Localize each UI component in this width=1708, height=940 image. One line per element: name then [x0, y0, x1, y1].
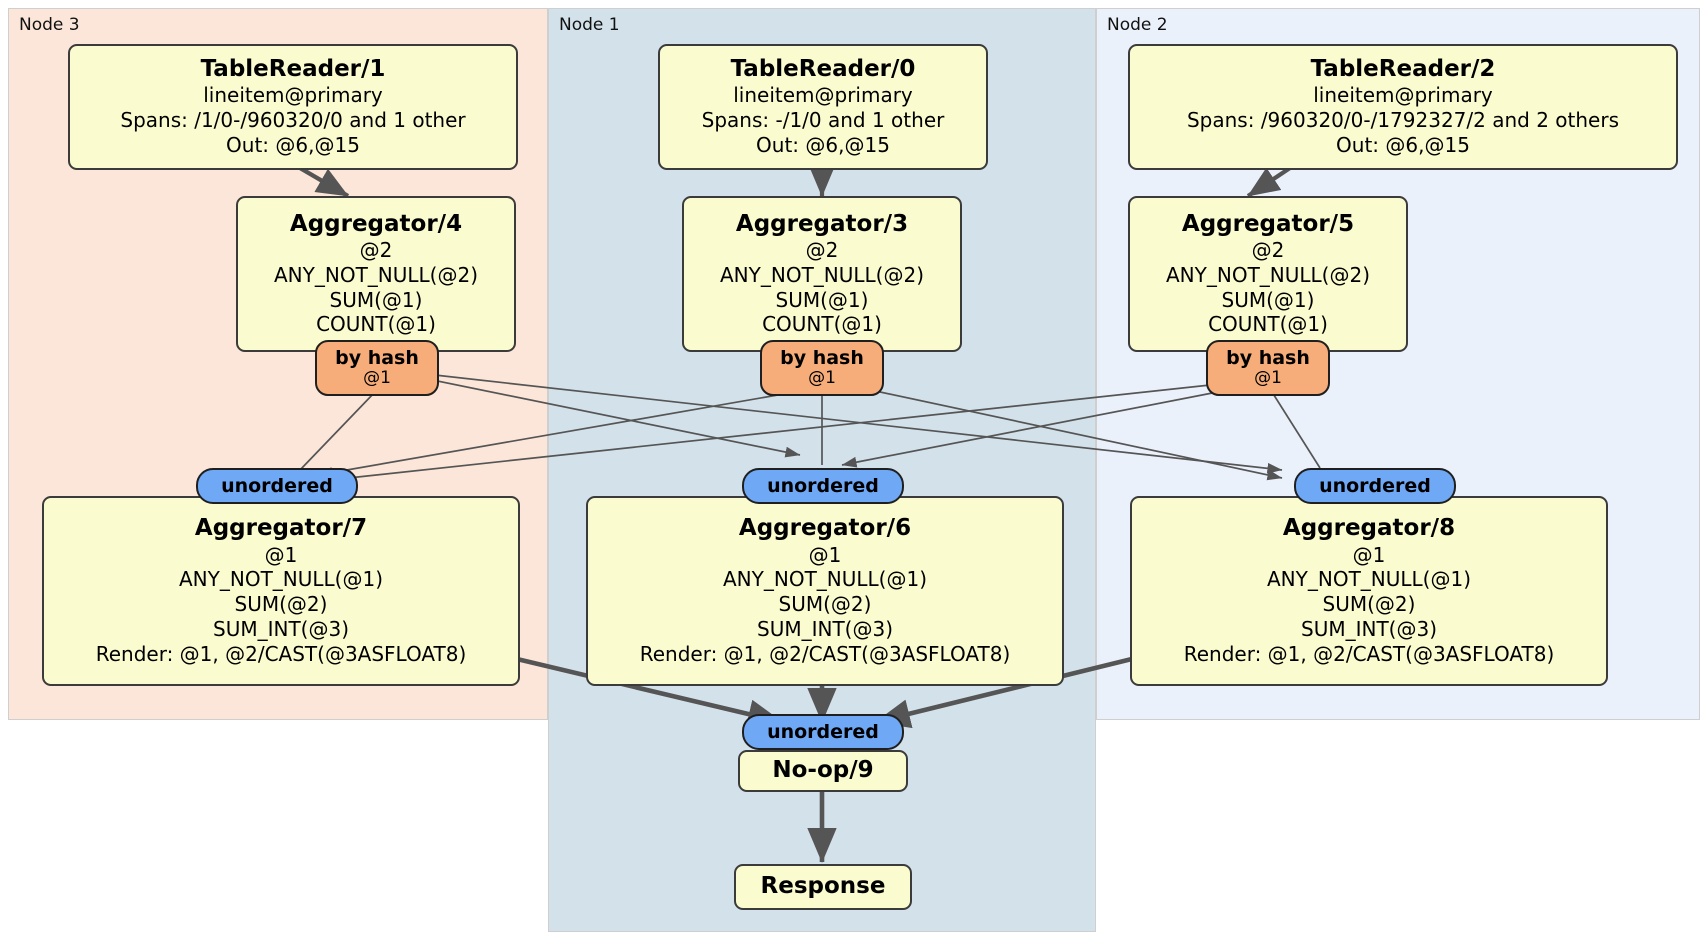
box-title: Aggregator/3 [735, 210, 909, 237]
box-line: Out: @6,@15 [1336, 132, 1470, 157]
badge-unordered-left[interactable]: unordered [196, 468, 358, 504]
box-line: SUM(@1) [329, 287, 423, 312]
box-line: @1 [264, 542, 298, 567]
badge-by-hash-right[interactable]: by hash @1 [1206, 340, 1330, 396]
box-line: Spans: -/1/0 and 1 other [701, 108, 945, 133]
box-aggregator-3[interactable]: Aggregator/3 @2 ANY_NOT_NULL(@2) SUM(@1)… [682, 196, 962, 352]
box-line: COUNT(@1) [762, 312, 882, 337]
box-aggregator-4[interactable]: Aggregator/4 @2 ANY_NOT_NULL(@2) SUM(@1)… [236, 196, 516, 352]
box-line: SUM_INT(@3) [757, 616, 893, 641]
box-table-reader-0[interactable]: TableReader/0 lineitem@primary Spans: -/… [658, 44, 988, 170]
box-line: ANY_NOT_NULL(@1) [1267, 567, 1471, 592]
box-line: ANY_NOT_NULL(@1) [179, 567, 383, 592]
badge-subtitle: @1 [1254, 368, 1282, 389]
badge-title: unordered [767, 474, 879, 497]
badge-by-hash-left[interactable]: by hash @1 [315, 340, 439, 396]
badge-unordered-final[interactable]: unordered [742, 714, 904, 750]
box-line: ANY_NOT_NULL(@1) [723, 567, 927, 592]
box-line: Spans: /960320/0-/1792327/2 and 2 others [1186, 108, 1619, 133]
box-response[interactable]: Response [734, 864, 912, 910]
box-line: SUM_INT(@3) [213, 616, 349, 641]
badge-title: unordered [221, 474, 333, 497]
node-panel-label-node1: Node 1 [559, 15, 620, 35]
box-line: Out: @6,@15 [226, 132, 360, 157]
box-title: Aggregator/8 [1282, 515, 1456, 542]
box-title: TableReader/2 [1310, 56, 1496, 83]
box-line: Out: @6,@15 [756, 132, 890, 157]
box-line: @2 [805, 237, 839, 262]
badge-title: by hash [1226, 347, 1310, 370]
badge-title: by hash [780, 347, 864, 370]
box-title: Aggregator/4 [289, 210, 463, 237]
box-line: SUM_INT(@3) [1301, 616, 1437, 641]
badge-subtitle: @1 [363, 368, 391, 389]
box-table-reader-2[interactable]: TableReader/2 lineitem@primary Spans: /9… [1128, 44, 1678, 170]
box-line: ANY_NOT_NULL(@2) [720, 262, 924, 287]
box-title: TableReader/0 [730, 56, 916, 83]
box-title: Aggregator/7 [194, 515, 368, 542]
box-no-op-9[interactable]: No-op/9 [738, 750, 908, 792]
box-aggregator-7[interactable]: Aggregator/7 @1 ANY_NOT_NULL(@1) SUM(@2)… [42, 496, 520, 686]
box-line: Render: @1, @2/CAST(@3ASFLOAT8) [95, 641, 467, 666]
badge-unordered-mid[interactable]: unordered [742, 468, 904, 504]
badge-subtitle: @1 [808, 368, 836, 389]
box-line: COUNT(@1) [316, 312, 436, 337]
box-line: @2 [1251, 237, 1285, 262]
box-line: lineitem@primary [1313, 83, 1493, 108]
box-line: SUM(@2) [778, 592, 872, 617]
box-table-reader-1[interactable]: TableReader/1 lineitem@primary Spans: /1… [68, 44, 518, 170]
badge-unordered-right[interactable]: unordered [1294, 468, 1456, 504]
box-line: Render: @1, @2/CAST(@3ASFLOAT8) [1183, 641, 1555, 666]
box-line: @2 [359, 237, 393, 262]
box-title: Aggregator/6 [738, 515, 912, 542]
badge-title: unordered [1319, 474, 1431, 497]
badge-title: by hash [335, 347, 419, 370]
box-line: COUNT(@1) [1208, 312, 1328, 337]
box-title: Response [760, 873, 886, 900]
box-line: SUM(@2) [1322, 592, 1416, 617]
box-line: ANY_NOT_NULL(@2) [1166, 262, 1370, 287]
box-line: SUM(@1) [775, 287, 869, 312]
box-aggregator-5[interactable]: Aggregator/5 @2 ANY_NOT_NULL(@2) SUM(@1)… [1128, 196, 1408, 352]
box-line: lineitem@primary [733, 83, 913, 108]
box-title: No-op/9 [772, 757, 874, 784]
box-line: ANY_NOT_NULL(@2) [274, 262, 478, 287]
box-aggregator-8[interactable]: Aggregator/8 @1 ANY_NOT_NULL(@1) SUM(@2)… [1130, 496, 1608, 686]
badge-title: unordered [767, 720, 879, 743]
node-panel-label-node3: Node 3 [19, 15, 80, 35]
box-line: @1 [808, 542, 842, 567]
box-line: lineitem@primary [203, 83, 383, 108]
box-line: SUM(@1) [1221, 287, 1315, 312]
badge-by-hash-mid[interactable]: by hash @1 [760, 340, 884, 396]
box-aggregator-6[interactable]: Aggregator/6 @1 ANY_NOT_NULL(@1) SUM(@2)… [586, 496, 1064, 686]
node-panel-label-node2: Node 2 [1107, 15, 1168, 35]
box-title: TableReader/1 [200, 56, 386, 83]
box-line: Spans: /1/0-/960320/0 and 1 other [120, 108, 466, 133]
box-line: @1 [1352, 542, 1386, 567]
box-title: Aggregator/5 [1181, 210, 1355, 237]
box-line: SUM(@2) [234, 592, 328, 617]
box-line: Render: @1, @2/CAST(@3ASFLOAT8) [639, 641, 1011, 666]
